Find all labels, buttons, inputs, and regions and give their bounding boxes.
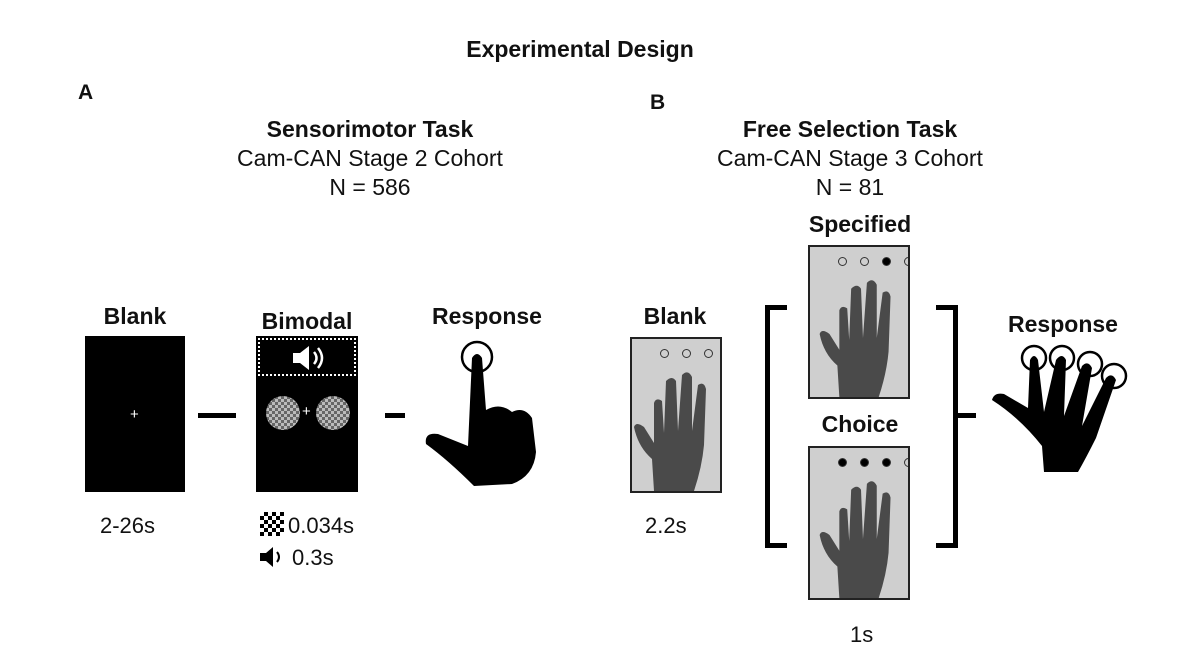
panel-a-blank-duration: 2-26s — [100, 513, 156, 538]
panel-a-response-label: Response — [432, 303, 542, 329]
panel-b-choice-label: Choice — [821, 411, 899, 437]
panel-a-visual-duration: 0.034s — [288, 513, 355, 538]
uncued-finger-dot — [660, 349, 669, 358]
cued-finger-dot — [838, 458, 847, 467]
hand-photo-icon — [634, 372, 706, 491]
left-bracket — [765, 305, 787, 548]
panel-a-blank-screen: + — [85, 336, 185, 492]
right-bracket — [936, 305, 958, 548]
hand-photo-icon — [819, 280, 891, 397]
panel-a-cohort: Cam-CAN Stage 2 Cohort — [237, 145, 503, 171]
uncued-finger-dot — [904, 458, 908, 467]
sequence-dash — [385, 413, 405, 418]
panel-b-choice-screen — [808, 446, 910, 600]
speaker-icon — [260, 547, 280, 567]
panel-a-task-title: Sensorimotor Task — [266, 116, 474, 142]
checkerboard-left-icon — [266, 396, 300, 430]
panel-b-blank-screen — [630, 337, 722, 493]
fixation-cross-icon: + — [130, 406, 139, 423]
pointing-hand-icon — [425, 340, 536, 486]
cued-finger-dot — [882, 458, 891, 467]
panel-b-task-title: Free Selection Task — [742, 116, 958, 142]
finger-cue-dots — [838, 257, 908, 266]
uncued-finger-dot — [704, 349, 713, 358]
panel-a-sample-size: N = 586 — [329, 174, 411, 200]
figure-title: Experimental Design — [466, 36, 694, 62]
panel-a-bimodal-label: Bimodal — [261, 308, 353, 334]
panel-b-blank-label: Blank — [643, 303, 707, 329]
hand-photo-icon — [819, 481, 891, 598]
speaker-icon — [293, 346, 324, 370]
sequence-dash — [198, 413, 236, 418]
cued-finger-dot — [860, 458, 869, 467]
four-finger-response-icon — [992, 344, 1128, 472]
finger-cue-dots — [838, 458, 908, 467]
uncued-finger-dot — [904, 257, 908, 266]
finger-cue-dots — [660, 349, 720, 358]
panel-b-blank-duration: 2.2s — [645, 513, 687, 538]
panel-a-letter: A — [78, 81, 94, 104]
panel-a-bimodal-screen: + — [256, 336, 358, 492]
panel-b-letter: B — [650, 91, 666, 114]
checkerboard-icon — [260, 512, 284, 536]
panel-a-blank-label: Blank — [103, 303, 167, 329]
sequence-dash — [958, 413, 976, 418]
uncued-finger-dot — [838, 257, 847, 266]
fixation-cross-icon: + — [302, 403, 311, 420]
panel-b-sample-size: N = 81 — [815, 174, 885, 200]
checkerboard-right-icon — [316, 396, 350, 430]
panel-b-specified-screen — [808, 245, 910, 399]
panel-b-cohort: Cam-CAN Stage 3 Cohort — [717, 145, 983, 171]
panel-b-specified-label: Specified — [808, 211, 912, 237]
uncued-finger-dot — [682, 349, 691, 358]
cued-finger-dot — [882, 257, 891, 266]
panel-b-cue-duration: 1s — [850, 622, 874, 647]
panel-a-audio-duration: 0.3s — [292, 545, 334, 570]
panel-b-response-label: Response — [1008, 311, 1118, 337]
auditory-stimulus-box — [258, 338, 356, 376]
uncued-finger-dot — [860, 257, 869, 266]
